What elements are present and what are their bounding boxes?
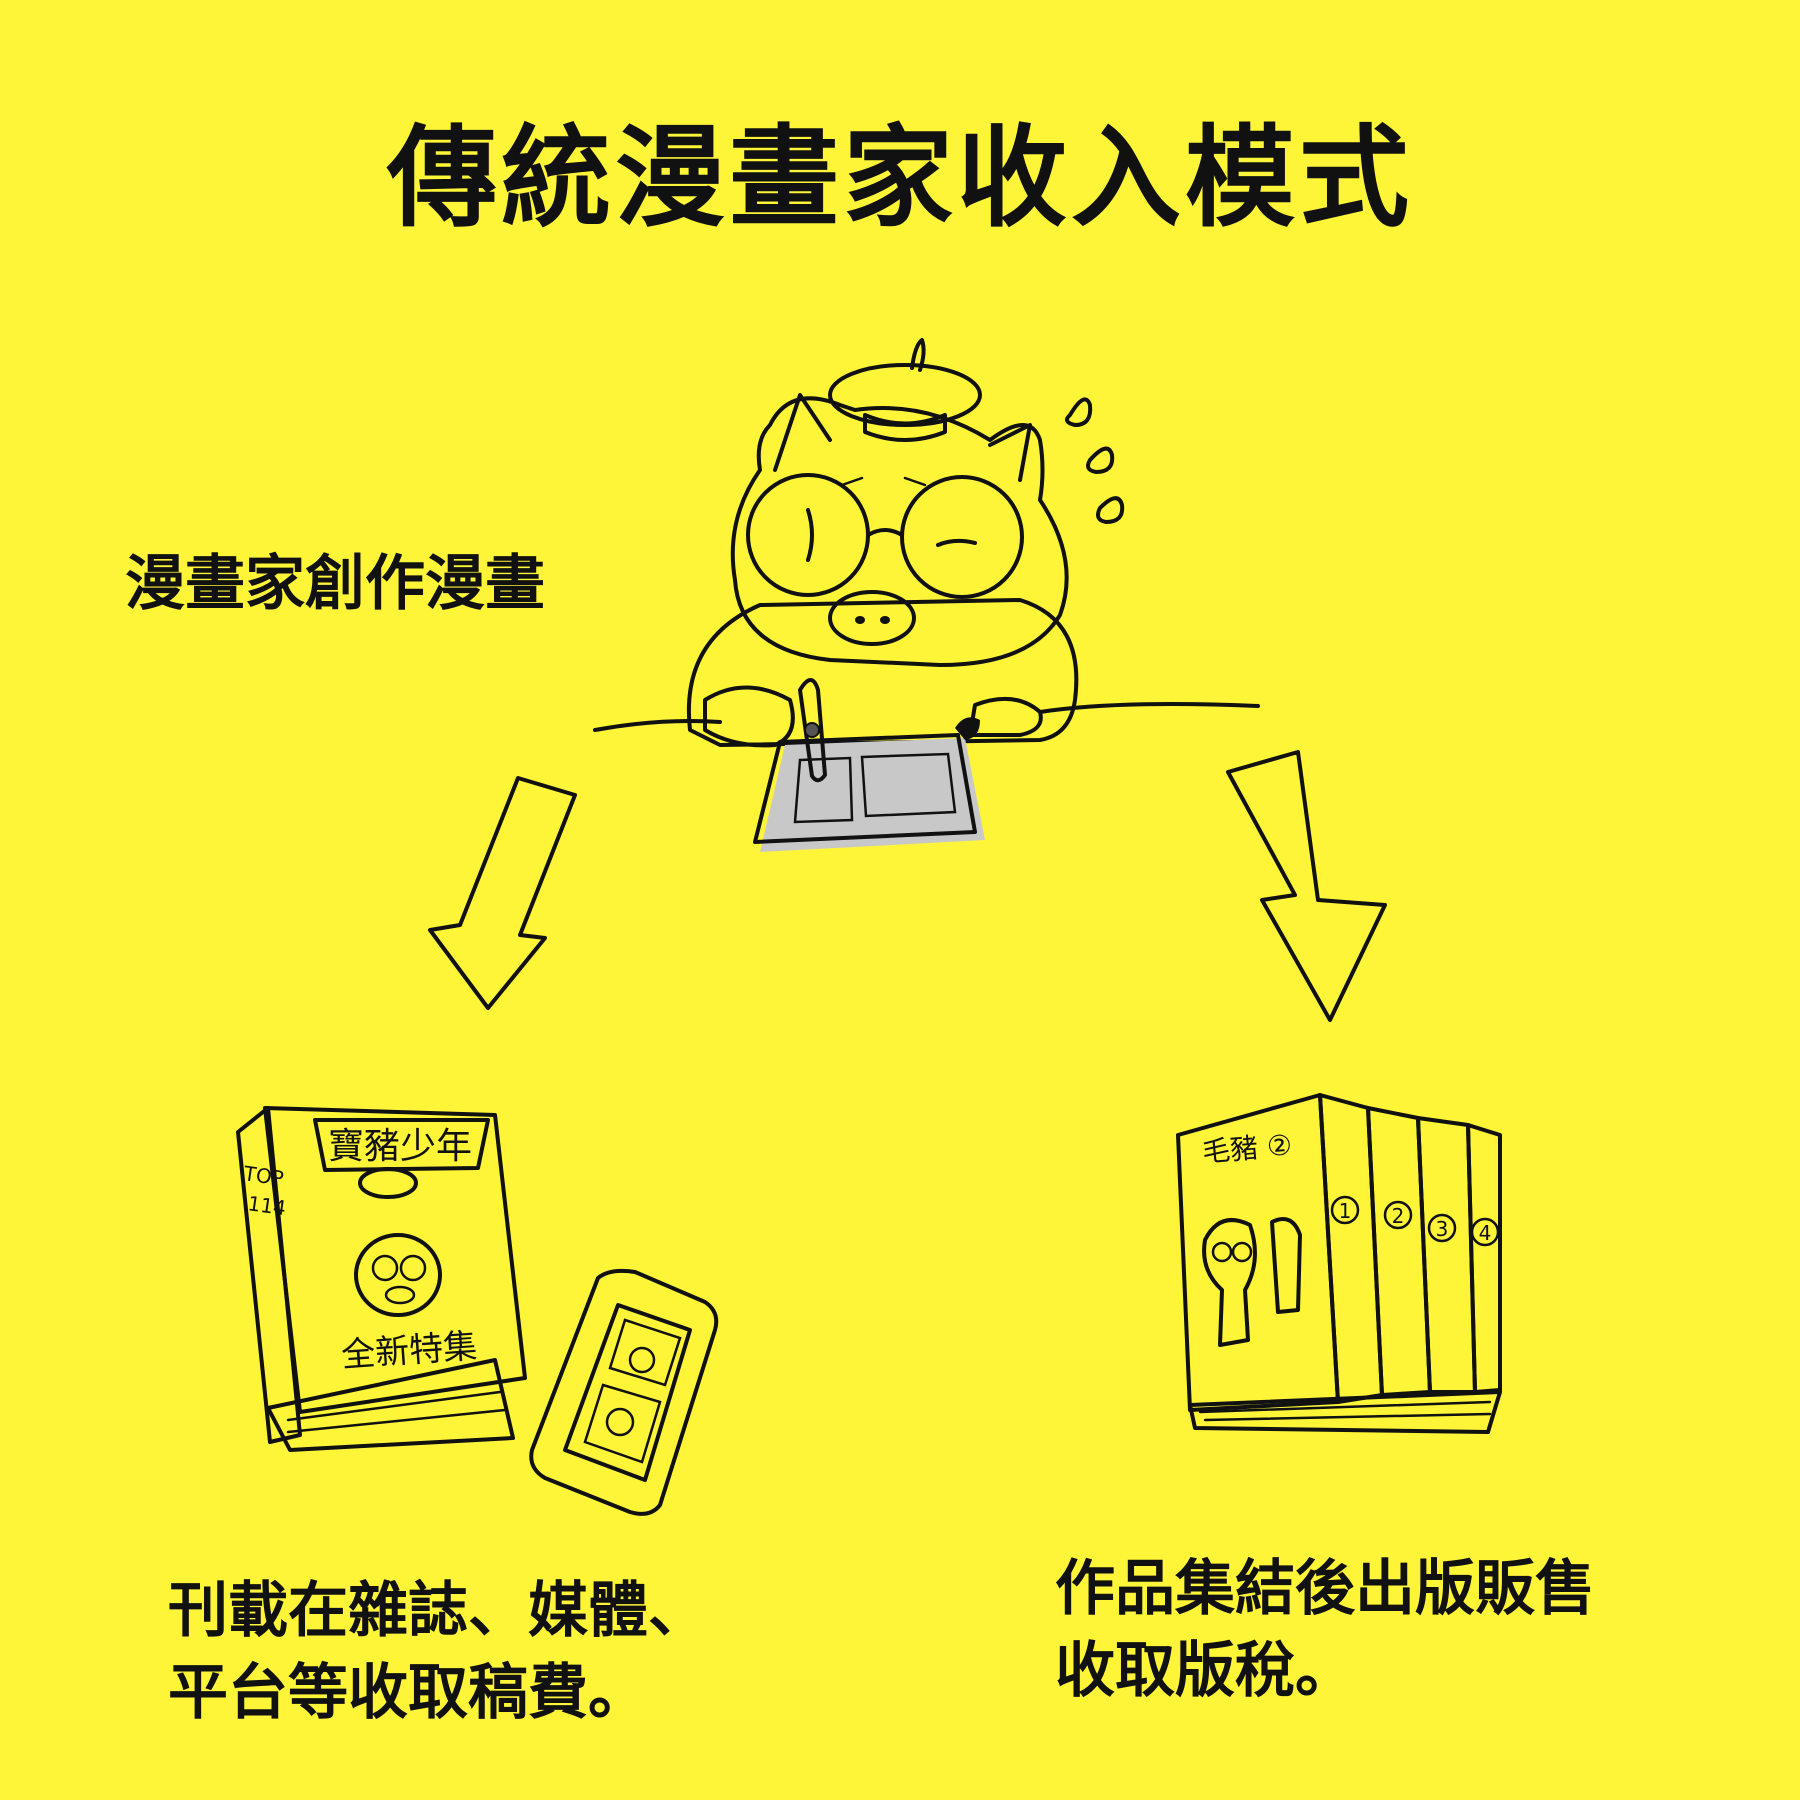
pig-snout (828, 590, 916, 646)
volume-2: 2 (1392, 1204, 1405, 1228)
eye-right (936, 538, 977, 547)
book-front-text: 毛豬 ② (1201, 1128, 1294, 1169)
beret-stem (910, 338, 926, 372)
pig-arm-left (703, 685, 795, 748)
pig-arm-right (968, 696, 1043, 737)
glasses-right (900, 475, 1024, 599)
magazine-cover (263, 1106, 527, 1414)
beret-band (863, 413, 947, 442)
page-title: 傳統漫畫家收入模式 (387, 114, 1413, 242)
desk-edge (593, 702, 1260, 732)
magazine-title: 寶豬少年 (328, 1126, 472, 1167)
left-caption-line-1: 刊載在雜誌、媒體、 (168, 1576, 708, 1646)
magazine-cover-text: 全新特集 (340, 1326, 478, 1375)
left-caption-line-2: 平台等收取稿費。 (168, 1658, 648, 1728)
pig-ear-left (773, 393, 832, 472)
beret (828, 363, 982, 427)
glasses-left (746, 473, 870, 597)
drawing-paper (760, 738, 985, 852)
arrow-right (1226, 750, 1387, 1022)
sweat-drop (1096, 496, 1125, 524)
right-caption-line-2: 收取版稅。 (1055, 1636, 1355, 1706)
book-spine-4 (1466, 1123, 1502, 1394)
sweat-drop (1065, 397, 1093, 427)
magazine-side-top: TOP (241, 1161, 285, 1190)
volume-4: 4 (1479, 1221, 1492, 1245)
book-spine-3 (1416, 1116, 1477, 1394)
right-caption-line-1: 作品集結後出版販售 (1055, 1554, 1595, 1624)
arrow-left (428, 776, 577, 1010)
pig-head (730, 396, 1069, 667)
book-set: 1 2 3 4 毛豬 ② (1176, 1093, 1502, 1434)
sweat-drop (1086, 446, 1115, 474)
volume-3: 3 (1436, 1217, 1449, 1241)
magazine-side-bottom: 114 (246, 1191, 287, 1220)
magazine: 寶豬少年 TOP 114 全新特集 (236, 1106, 527, 1452)
eye-left (806, 508, 814, 562)
pen (798, 678, 827, 783)
pig-ear-right (988, 423, 1032, 482)
pig-artist (593, 338, 1260, 852)
left-caption: 刊載在雜誌、媒體、 平台等收取稿費。 (168, 1570, 708, 1734)
creator-label: 漫畫家創作漫畫 (125, 549, 545, 619)
volume-1: 1 (1339, 1199, 1352, 1223)
smartphone (529, 1268, 719, 1516)
right-caption: 作品集結後出版販售 收取版稅。 (1055, 1548, 1595, 1712)
book-spine-1 (1318, 1093, 1384, 1404)
